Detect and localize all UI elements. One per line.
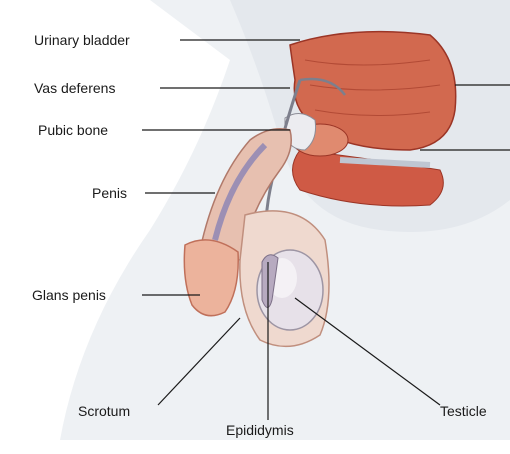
glans-shape [184, 240, 238, 316]
label-testicle: Testicle [440, 403, 487, 419]
label-glans-penis: Glans penis [32, 287, 106, 303]
label-penis: Penis [92, 185, 127, 201]
label-pubic-bone: Pubic bone [38, 122, 108, 138]
label-urinary-bladder: Urinary bladder [34, 32, 130, 48]
label-vas-deferens: Vas deferens [34, 80, 115, 96]
label-epididymis: Epididymis [226, 422, 294, 438]
label-scrotum: Scrotum [78, 403, 130, 419]
